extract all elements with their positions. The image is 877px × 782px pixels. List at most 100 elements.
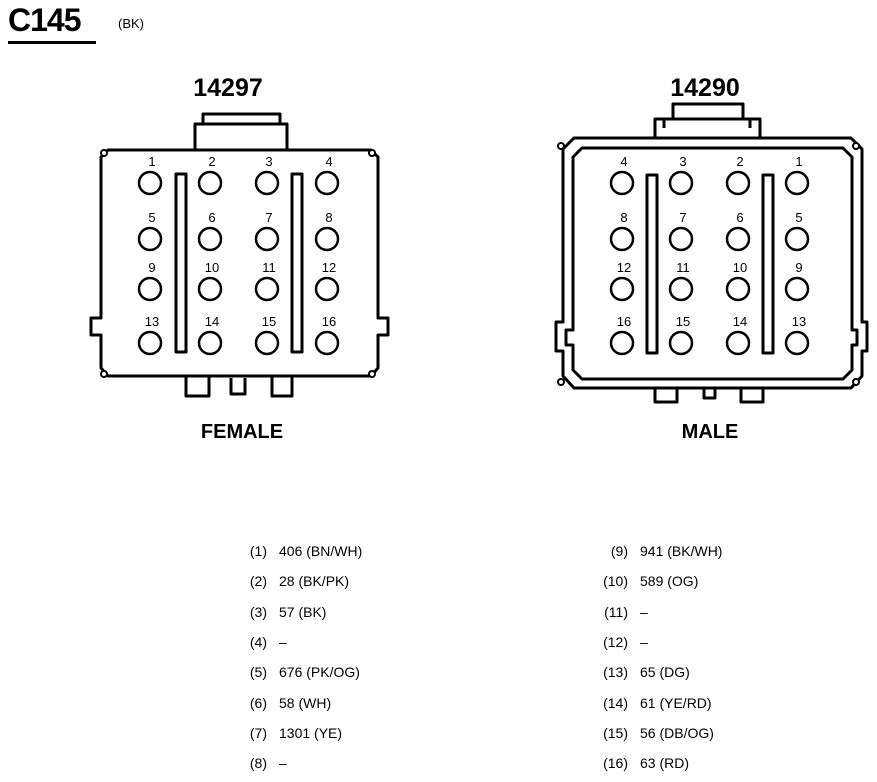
pin-number-label: 13 xyxy=(145,314,159,329)
male-pin-grid: 4 3 2 1 8 7 6 5 12 11 10 9 16 15 14 13 xyxy=(609,154,810,356)
female-latch xyxy=(193,112,289,150)
pin-cavity xyxy=(609,330,635,356)
pin-number: (11) xyxy=(604,603,628,620)
pin-number-label: 4 xyxy=(620,154,627,169)
female-part-number: 14297 xyxy=(193,74,263,102)
male-part-number: 14290 xyxy=(670,74,740,102)
pin-number-label: 3 xyxy=(679,154,686,169)
pin-number-label: 5 xyxy=(148,210,155,225)
pin-number: (12) xyxy=(603,633,628,650)
pin-cavity xyxy=(784,226,810,252)
circuit-value: – xyxy=(279,633,287,650)
male-separator-bar xyxy=(761,173,775,355)
pin-number-label: 15 xyxy=(262,314,276,329)
corner-dot xyxy=(368,149,376,157)
pin-number-label: 14 xyxy=(733,314,747,329)
pin-number: (16) xyxy=(603,755,628,772)
pin-number: (7) xyxy=(249,724,267,741)
circuit-value: – xyxy=(640,633,648,650)
pin-number: (2) xyxy=(249,573,267,590)
connector-color-code: (BK) xyxy=(118,16,144,31)
pin-cavity xyxy=(668,330,694,356)
pin-cavity xyxy=(784,170,810,196)
pin-number-label: 16 xyxy=(617,314,631,329)
pin-number-label: 6 xyxy=(736,210,743,225)
connector-title: C145 xyxy=(8,2,81,39)
pin-number-label: 15 xyxy=(676,314,690,329)
pin-cavity xyxy=(784,330,810,356)
pin-cavity xyxy=(314,330,340,356)
pin-number-label: 8 xyxy=(620,210,627,225)
corner-dot xyxy=(852,378,860,386)
pin-cavity xyxy=(314,276,340,302)
pin-number: (5) xyxy=(249,664,267,681)
pin-number: (9) xyxy=(610,543,628,559)
pin-number-label: 12 xyxy=(322,260,336,275)
corner-dot xyxy=(557,378,565,386)
pin-cavity xyxy=(668,226,694,252)
circuit-value: 28 (BK/PK) xyxy=(279,573,350,590)
pin-number-label: 12 xyxy=(617,260,631,275)
pin-number-label: 5 xyxy=(795,210,802,225)
pin-number-label: 6 xyxy=(208,210,215,225)
pin-number-label: 10 xyxy=(733,260,747,275)
pin-cavity xyxy=(668,276,694,302)
pinout-table-left: (1)406 (BN/WH)(2)28 (BK/PK)(3)57 (BK)(4)… xyxy=(230,543,430,778)
female-separator-bar xyxy=(174,172,188,354)
pin-number: (15) xyxy=(603,724,628,741)
pin-cavity xyxy=(197,170,223,196)
pin-cavity xyxy=(314,226,340,252)
pin-number-label: 13 xyxy=(792,314,806,329)
female-label: FEMALE xyxy=(201,421,283,443)
circuit-value: 56 (DB/OG) xyxy=(640,724,714,741)
pin-number-label: 4 xyxy=(325,154,332,169)
pin-number-label: 14 xyxy=(205,314,219,329)
pin-number: (6) xyxy=(249,694,267,711)
pin-cavity xyxy=(254,330,280,356)
pin-number-label: 7 xyxy=(265,210,272,225)
corner-dot xyxy=(557,142,565,150)
pin-number-label: 16 xyxy=(322,314,336,329)
pin-number-label: 9 xyxy=(148,260,155,275)
circuit-value: 58 (WH) xyxy=(279,694,332,711)
pin-number-label: 7 xyxy=(679,210,686,225)
pin-cavity xyxy=(725,226,751,252)
pin-number-label: 1 xyxy=(795,154,802,169)
male-housing-inner xyxy=(564,146,859,381)
circuit-value: 57 (BK) xyxy=(279,603,327,620)
pin-cavity xyxy=(609,276,635,302)
circuit-value: – xyxy=(279,755,287,772)
female-bottom-key xyxy=(184,376,294,398)
pin-cavity xyxy=(137,170,163,196)
pin-cavity xyxy=(609,226,635,252)
pin-cavity xyxy=(609,170,635,196)
title-underline xyxy=(8,41,96,44)
pin-number-label: 10 xyxy=(205,260,219,275)
circuit-value: 589 (OG) xyxy=(640,573,699,590)
corner-dot xyxy=(100,149,108,157)
male-housing-outline xyxy=(554,136,869,390)
pin-number-label: 11 xyxy=(676,260,690,275)
circuit-value: 63 (RD) xyxy=(640,755,690,772)
circuit-value: 1301 (YE) xyxy=(279,724,343,741)
pin-number: (3) xyxy=(249,603,267,620)
connector-id: C145 xyxy=(8,2,81,38)
pin-cavity xyxy=(725,276,751,302)
pin-cavity xyxy=(254,170,280,196)
pin-cavity xyxy=(314,170,340,196)
corner-dot xyxy=(852,142,860,150)
pin-number-label: 1 xyxy=(148,154,155,169)
pinout-table-right: (9)941 (BK/WH)(10)589 (OG)(11)–(12)–(13)… xyxy=(585,543,785,778)
pin-number-label: 2 xyxy=(736,154,743,169)
pin-number-label: 9 xyxy=(795,260,802,275)
pin-number-label: 2 xyxy=(208,154,215,169)
pin-cavity xyxy=(137,226,163,252)
pin-number: (1) xyxy=(249,543,267,559)
pin-cavity xyxy=(725,170,751,196)
pin-number-label: 8 xyxy=(325,210,332,225)
pin-cavity xyxy=(137,330,163,356)
pin-number: (8) xyxy=(249,755,267,772)
circuit-value: 61 (YE/RD) xyxy=(640,694,712,711)
